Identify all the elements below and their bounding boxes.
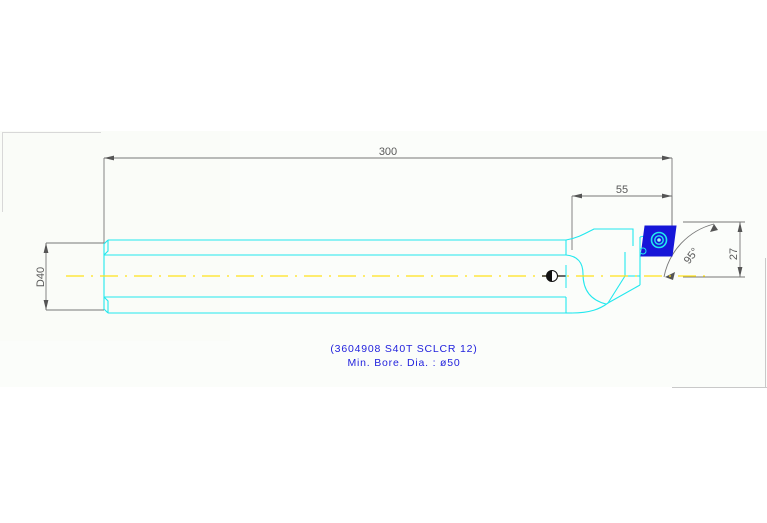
dim-label-shank-diameter: D40: [35, 267, 47, 287]
dim-label-overall-length: 300: [379, 146, 397, 158]
dim-arc-95deg: [663, 223, 715, 278]
dimension-arrowheads: [43, 155, 743, 310]
head-nose-profile: [565, 254, 607, 305]
arrowhead-27-top: [737, 222, 743, 232]
insert-nose-radius-mark: [639, 247, 647, 255]
center-mark-symbol: [542, 265, 567, 288]
arrowhead-300-right: [662, 155, 672, 161]
annotation-part-number: (3604908 S40T SCLCR 12): [330, 343, 477, 355]
head-upper-transition: [565, 228, 620, 241]
arrowhead-95deg-2: [710, 224, 718, 232]
canvas-background: [0, 131, 767, 388]
head-top-edge: [620, 228, 634, 246]
arrowhead-27-bottom: [737, 267, 743, 277]
insert-clamp-screw-outer-ring: [650, 231, 668, 249]
head-clearance-inner: [607, 275, 626, 304]
cutting-insert: [639, 225, 677, 257]
arrowhead-d40-bottom: [43, 300, 49, 310]
shank-left-chamfer-bottom: [103, 296, 109, 313]
annotation-min-bore-dia: Min. Bore. Dia. : ø50: [347, 357, 460, 369]
dim-label-head-height: 27: [728, 248, 740, 260]
canvas-tint-region-left: [0, 131, 230, 341]
arrowhead-d40-top: [43, 243, 49, 253]
part-geometry-layer: [103, 228, 673, 314]
insert-clamp-screw-inner-ring: [654, 235, 664, 245]
arrowhead-55-right: [662, 193, 672, 199]
arrowhead-300-left: [104, 155, 114, 161]
insert-clamp-screw-center: [657, 238, 661, 242]
arrowhead-55-left: [572, 193, 582, 199]
head-lower-clearance: [571, 284, 641, 314]
center-mark-half-fill: [546, 270, 552, 282]
shank-left-chamfer-top: [103, 240, 109, 256]
dim-label-head-length: 55: [616, 184, 628, 196]
